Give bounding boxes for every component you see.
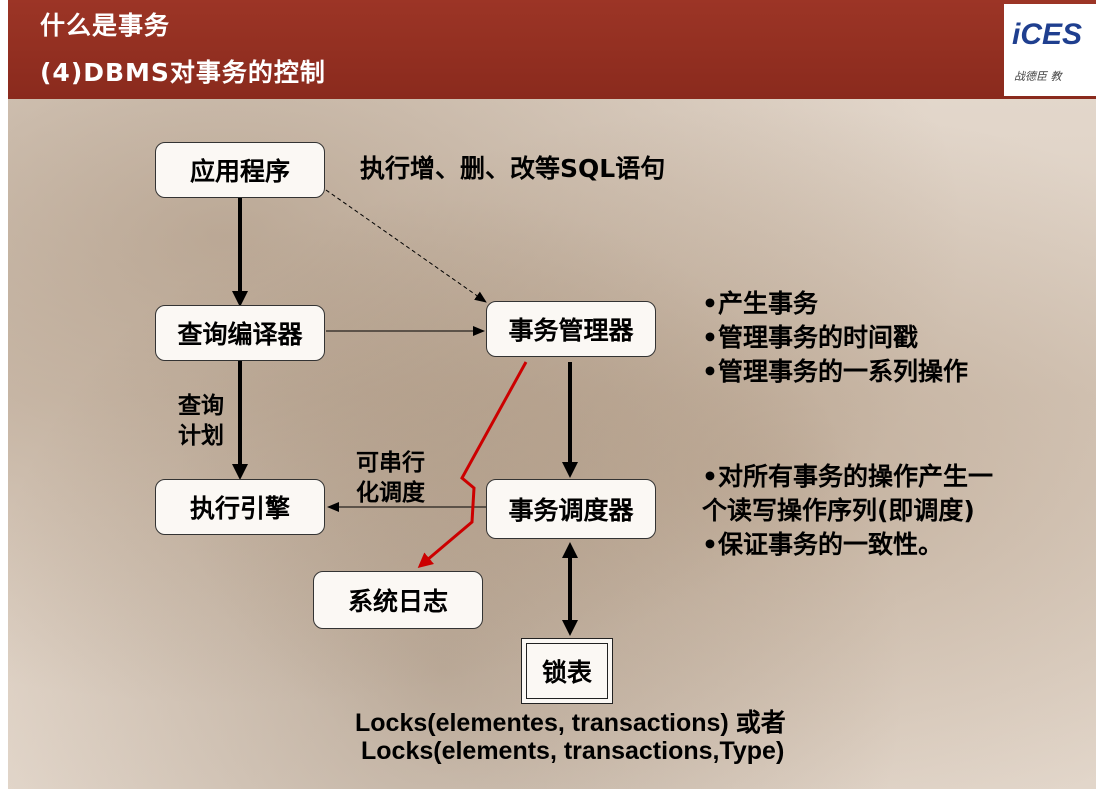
bullet-scheduler-1: •对所有事务的操作产生一 [702,462,993,491]
label-query-plan-line1: 查询 [178,393,224,419]
bullet-scheduler-3: •保证事务的一致性。 [702,530,943,559]
logo-text: iCES [1012,18,1083,51]
footer-locks-line2: Locks(elements, transactions,Type) [361,737,785,765]
header-bar: 什么是事务 (4)DBMS对事务的控制 iCES 战德臣 教 [8,0,1096,99]
slide: 什么是事务 (4)DBMS对事务的控制 iCES 战德臣 教 [8,0,1096,789]
arrow-txn-manager-to-log [417,361,528,568]
label-serializable-line2: 化调度 [356,480,425,506]
node-query-compiler: 查询编译器 [155,305,325,361]
header-title-line1: 什么是事务 [40,11,171,40]
logo: iCES 战德臣 教 [1004,4,1096,96]
logo-subtext: 战德臣 教 [1014,70,1062,83]
label-query-plan-line2: 计划 [178,423,224,449]
node-transaction-scheduler: 事务调度器 [486,479,656,539]
footer-locks-line1: Locks(elementes, transactions) 或者 [355,709,786,737]
bullet-manager-1: •产生事务 [702,289,818,318]
header-title-line2: (4)DBMS对事务的控制 [40,58,326,87]
node-lock-table: 锁表 [521,638,613,704]
node-execution-engine: 执行引擎 [155,479,325,535]
label-serializable-line1: 可串行 [356,450,425,476]
bullet-scheduler-2: 个读写操作序列(即调度) [702,496,975,525]
bullet-manager-2: •管理事务的时间戳 [702,323,918,352]
node-lock-table-label: 锁表 [526,643,608,699]
bullet-manager-3: •管理事务的一系列操作 [702,357,968,386]
node-system-log: 系统日志 [313,571,483,629]
label-sql-statements: 执行增、删、改等SQL语句 [360,154,666,183]
arrow-app-to-txn-manager [325,189,487,303]
node-transaction-manager: 事务管理器 [486,301,656,357]
node-application: 应用程序 [155,142,325,198]
diagram-connectors [232,189,578,636]
